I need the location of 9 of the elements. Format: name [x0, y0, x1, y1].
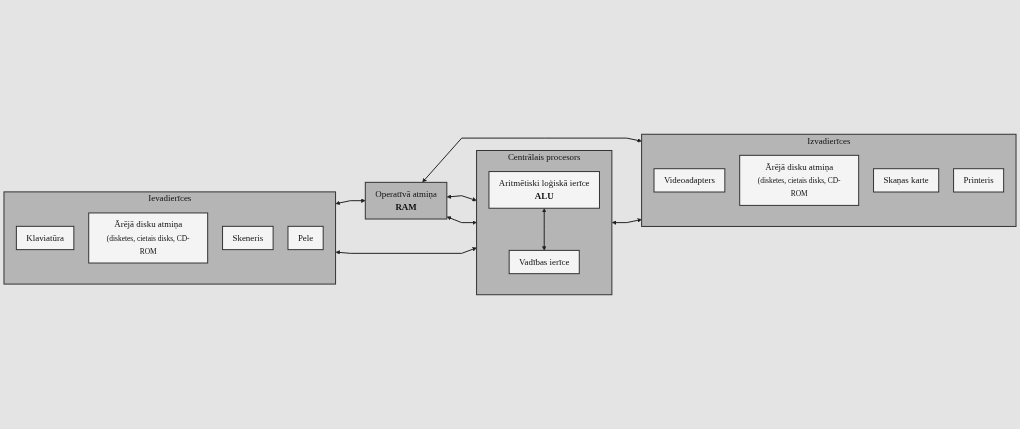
node-box: Operatīvā atmiņa RAM	[364, 181, 448, 220]
node-box: Printeris	[953, 168, 1005, 193]
node-box: Skaņas karte	[873, 168, 940, 193]
node-box: Aritmētiski loģiskā ierīce ALU	[488, 171, 600, 209]
node-box: Skeneris	[222, 225, 274, 251]
node-box: Vadības ierīce	[508, 249, 580, 275]
node-box: Klaviatūra	[15, 225, 75, 251]
node-box: Pele	[287, 225, 324, 251]
node-box: Videoadapters	[653, 168, 726, 193]
